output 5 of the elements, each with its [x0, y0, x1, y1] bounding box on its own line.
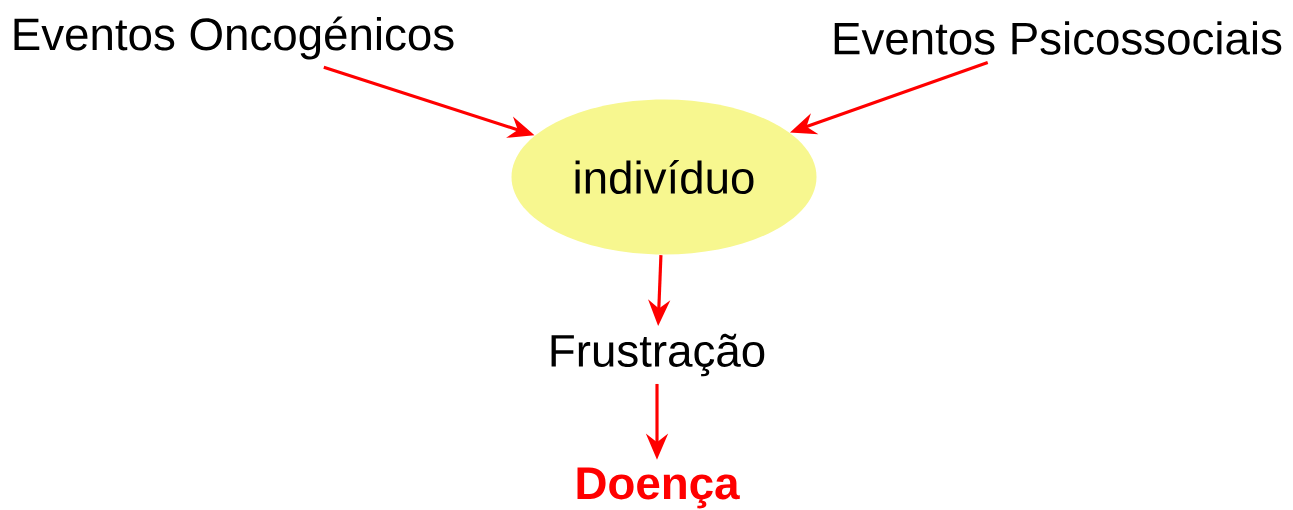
ellipse-node: indivíduo [511, 99, 817, 255]
text-label: Frustração [551, 333, 765, 377]
text-label: Eventos Psicossociais [834, 21, 1282, 55]
text-label: Doença [577, 467, 740, 509]
text-label: Eventos Oncogénicos [14, 16, 454, 60]
